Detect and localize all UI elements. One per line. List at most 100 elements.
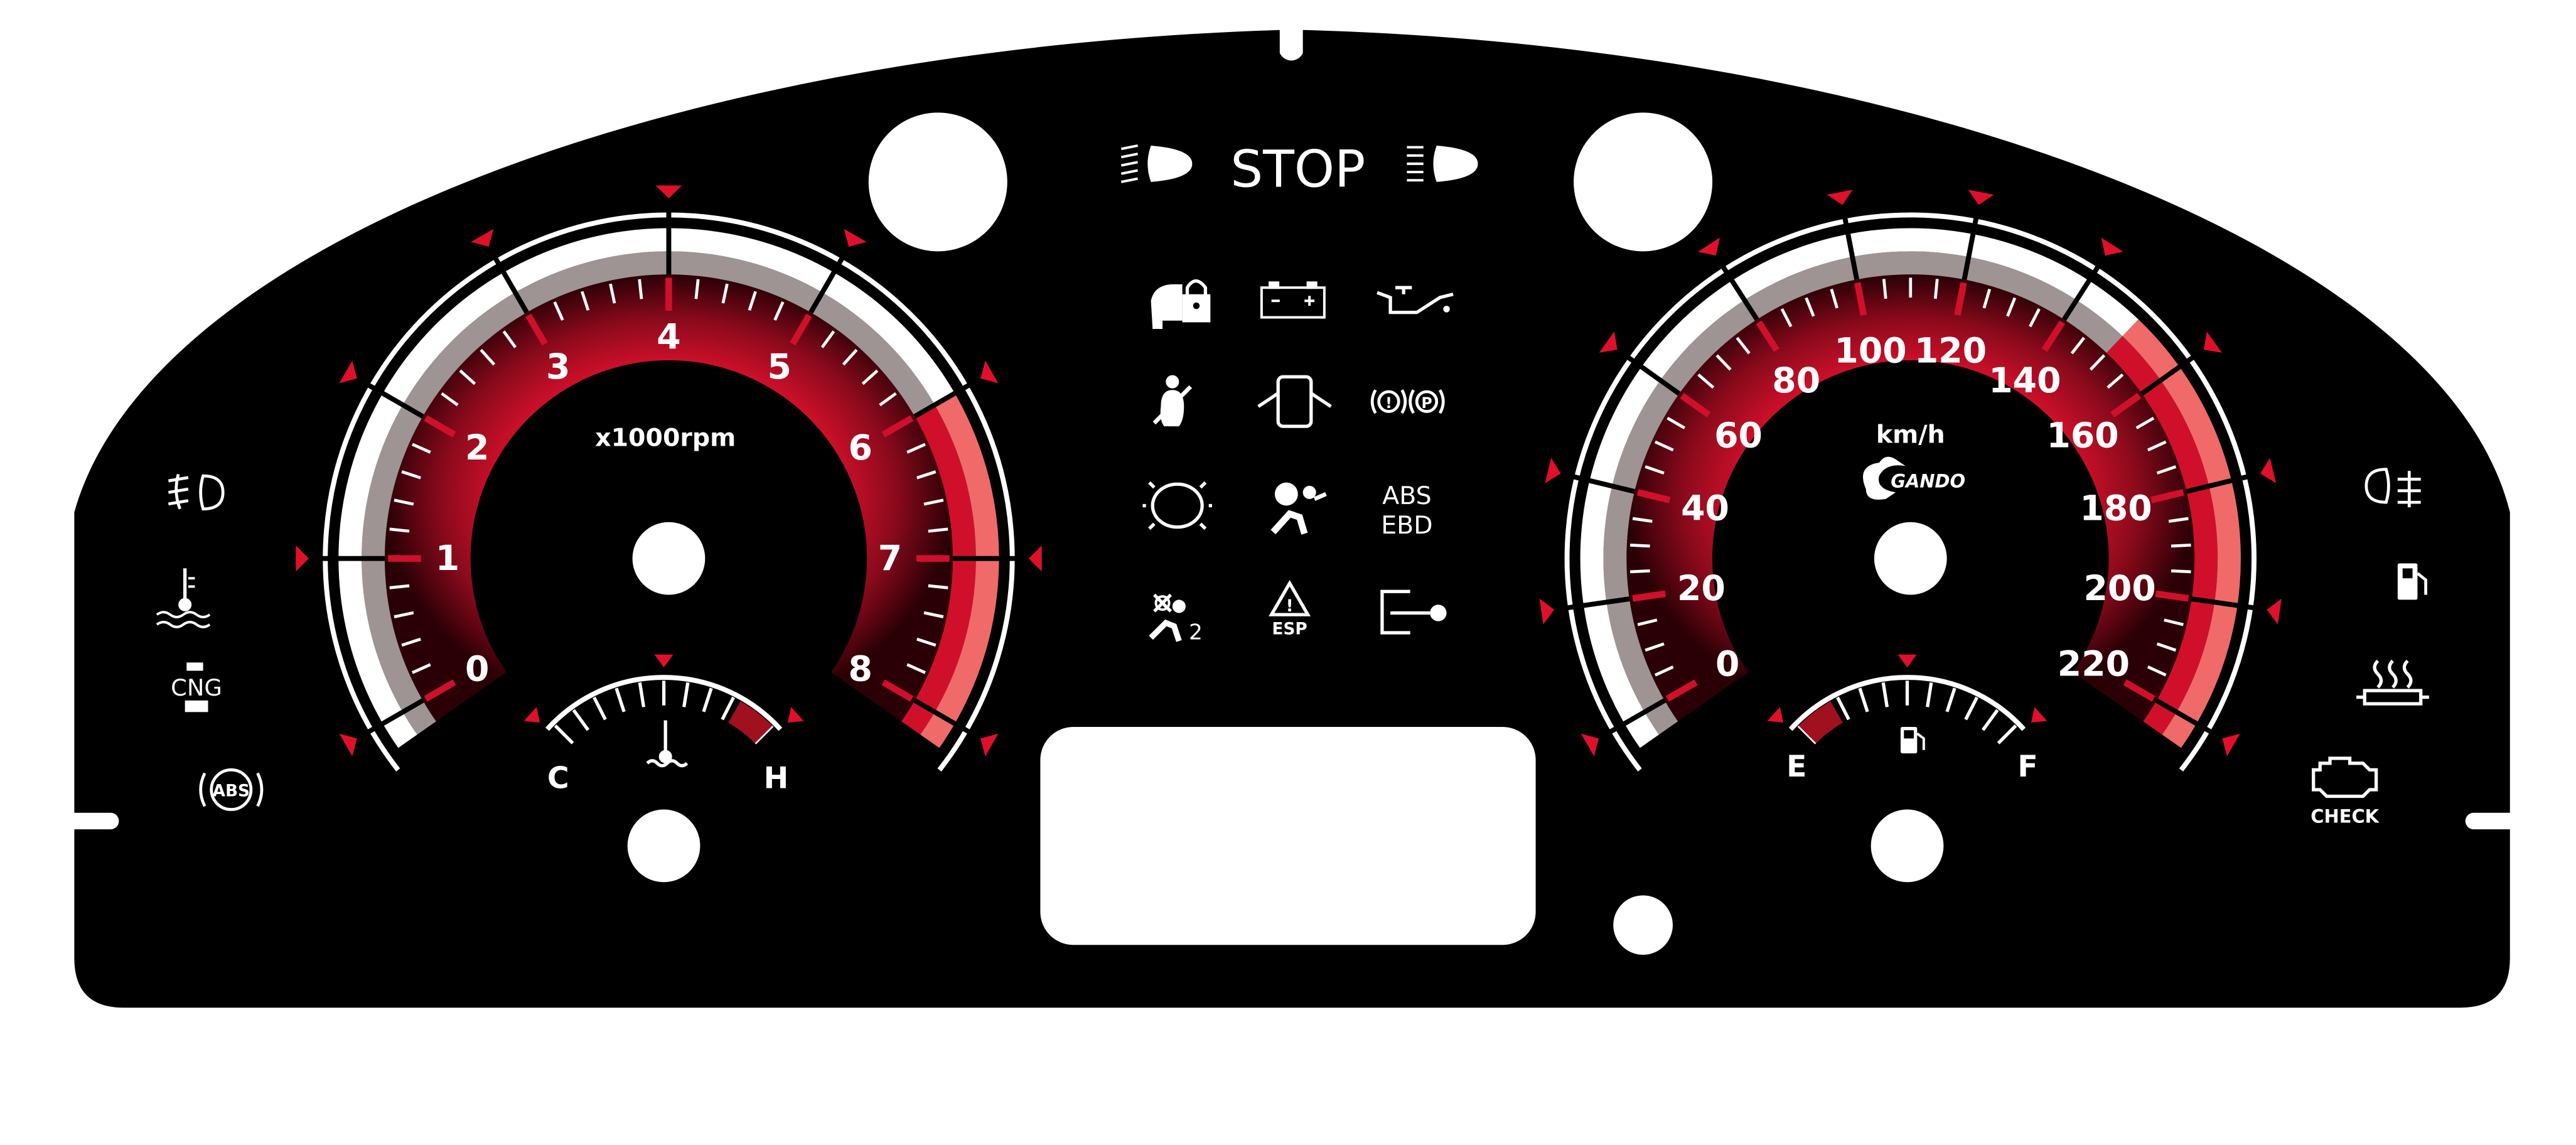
major-tick — [1854, 282, 1867, 316]
band-divider — [913, 698, 970, 734]
major-tick — [881, 415, 914, 438]
band-divider — [1567, 596, 1630, 611]
scale-label: 2 — [465, 428, 489, 468]
fuel-full-label: F — [2017, 750, 2037, 784]
seatbelt-icon — [1152, 375, 1193, 427]
minor-tick — [2029, 308, 2041, 328]
brake-parking-icon: ! P — [1370, 389, 1445, 414]
marker-triangle — [2267, 598, 2282, 625]
minor-tick — [2147, 665, 2167, 677]
minor-tick — [1629, 569, 1650, 574]
minor-tick — [394, 498, 414, 506]
marker-triangle — [523, 707, 540, 723]
small-gauge-tick — [593, 696, 607, 721]
tachometer-needle-hole — [632, 522, 706, 595]
scale-label: 40 — [1681, 489, 1729, 529]
small-gauge-tick — [1836, 696, 1850, 721]
major-tick — [525, 313, 548, 346]
minor-tick — [2106, 373, 2124, 389]
marker-triangle — [2101, 237, 2123, 256]
gauge-face — [384, 274, 953, 722]
minor-tick — [2168, 517, 2189, 523]
minor-tick — [394, 611, 414, 618]
scale-label: 8 — [849, 649, 872, 689]
airbag-2-label: 2 — [1189, 620, 1203, 645]
minor-tick — [638, 279, 643, 299]
coolant-warning-icon — [156, 568, 211, 628]
minor-tick — [773, 301, 785, 321]
scale-label: 200 — [2083, 569, 2155, 609]
band-divider — [1842, 217, 1860, 281]
minor-tick — [1637, 618, 1658, 626]
abs-ebd-line2: EBD — [1381, 511, 1432, 540]
band-divider — [2140, 355, 2195, 396]
minor-tick — [2070, 336, 2086, 355]
gecko-icon — [1863, 456, 1906, 500]
minor-tick — [1830, 288, 1838, 309]
minor-tick — [1666, 416, 1686, 429]
band-divider — [2155, 698, 2213, 734]
minor-tick — [906, 443, 926, 454]
band-divider — [808, 257, 845, 314]
minor-tick — [820, 330, 835, 348]
small-gauge-tick — [1797, 724, 1818, 745]
band-divider — [367, 698, 424, 734]
minor-tick — [411, 663, 431, 674]
scale-label: 80 — [1772, 361, 1820, 401]
marker-triangle — [339, 360, 357, 384]
temperature-gauge — [523, 654, 804, 745]
minor-tick — [1629, 543, 1650, 548]
marker-triangle — [980, 733, 999, 756]
glow-plug-heater-icon — [2356, 659, 2429, 706]
minor-tick — [916, 470, 936, 480]
major-tick — [1680, 392, 1711, 418]
outer-ring — [1564, 212, 2257, 771]
svg-text:P: P — [1421, 394, 1432, 412]
minor-tick — [1982, 288, 1992, 309]
minor-tick — [694, 279, 700, 299]
check-label: CHECK — [2310, 806, 2380, 827]
minor-tick — [1805, 297, 1815, 317]
major-tick — [424, 415, 456, 438]
minor-tick — [1697, 373, 1715, 389]
minor-tick — [609, 283, 616, 304]
scale-label: 140 — [1988, 361, 2061, 401]
fuel-pump-icon — [1901, 726, 1925, 754]
minor-tick — [1780, 308, 1793, 328]
scale-label: 20 — [1677, 569, 1725, 609]
band-divider — [367, 382, 424, 419]
left-mount-slot — [66, 812, 119, 830]
scale-label: 5 — [768, 347, 792, 387]
minor-tick — [459, 369, 476, 385]
esp-icon: ! ESP — [1269, 579, 1311, 639]
cng-label: CNG — [171, 674, 222, 701]
minor-tick — [389, 584, 410, 589]
brand-name: GANDO — [1891, 471, 1965, 492]
gauge-face — [1626, 274, 2195, 722]
key-immobilizer-icon — [1380, 589, 1447, 635]
major-tick — [2041, 320, 2066, 352]
minor-tick — [879, 392, 897, 407]
marker-triangle — [788, 707, 804, 723]
small-gauge-tick — [1926, 682, 1933, 707]
scale-label: 180 — [2080, 489, 2152, 529]
marker-triangle — [1968, 190, 1994, 205]
band-divider — [913, 382, 970, 419]
front-fog-light-icon — [168, 473, 225, 511]
marker-triangle — [471, 228, 494, 247]
minor-tick — [2171, 569, 2191, 574]
minor-tick — [1715, 354, 1732, 371]
minor-tick — [401, 637, 421, 647]
right-mount-slot — [2465, 812, 2518, 830]
marker-triangle — [2222, 733, 2240, 756]
major-tick — [1665, 679, 1698, 702]
major-tick — [1632, 590, 1666, 602]
small-gauge-tick — [702, 687, 713, 712]
minor-tick — [923, 611, 944, 618]
small-gauge-tick — [1881, 682, 1889, 707]
display-window — [1040, 726, 1536, 945]
band-divider — [1626, 355, 1681, 396]
abs-label: ABS — [213, 782, 250, 800]
band-divider — [1962, 217, 1979, 281]
marker-triangle — [296, 545, 309, 572]
